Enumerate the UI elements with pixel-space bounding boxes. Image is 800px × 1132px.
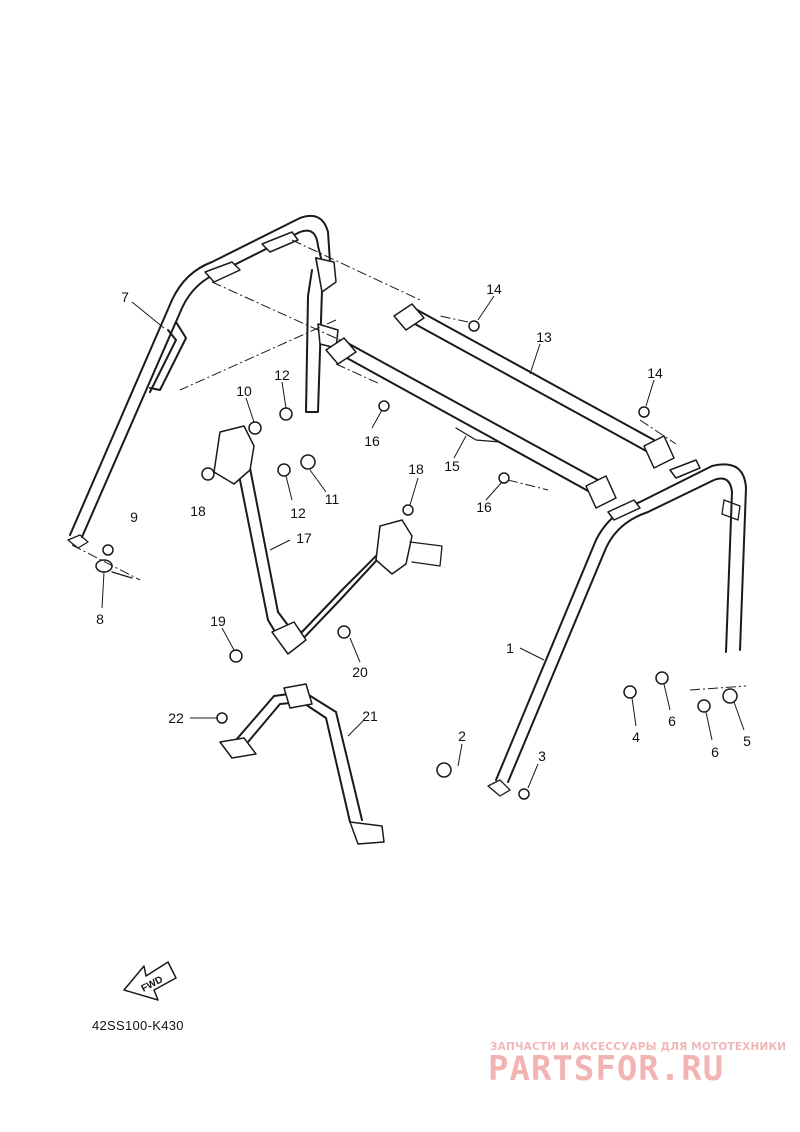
callout-17: 17 — [296, 530, 312, 546]
callout-9: 9 — [130, 509, 138, 525]
callout-4: 4 — [632, 729, 640, 745]
callout-19: 19 — [210, 613, 226, 629]
assembly-lines — [71, 239, 747, 691]
fwd-arrow-icon: FWD — [123, 961, 177, 1001]
callout-18-center: 18 — [408, 461, 424, 477]
callout-16-right: 16 — [476, 499, 492, 515]
rear-roll-bar-part-7 — [67, 214, 339, 549]
leader-lines — [101, 295, 745, 789]
callout-1: 1 — [506, 640, 514, 656]
callout-3: 3 — [538, 748, 546, 764]
watermark-subtitle: ЗАПЧАСТИ И АКСЕССУАРЫ ДЛЯ МОТОТЕХНИКИ — [490, 1041, 787, 1053]
callout-2: 2 — [458, 728, 466, 744]
callout-5: 5 — [743, 733, 751, 749]
fasteners — [95, 320, 738, 800]
watermark-brand: PARTSFOR.RU — [488, 1049, 725, 1089]
callout-6-lower: 6 — [711, 744, 719, 760]
lower-cross-bar-part-15 — [325, 337, 617, 509]
callout-8: 8 — [96, 611, 104, 627]
callout-14-top: 14 — [486, 281, 502, 297]
callout-numbers: 7 14 13 14 10 12 16 18 12 11 18 15 16 9 … — [96, 281, 751, 764]
callout-11: 11 — [325, 491, 340, 507]
mid-brace-part-17 — [213, 425, 443, 655]
callout-15: 15 — [444, 458, 460, 474]
callout-16-left: 16 — [364, 433, 380, 449]
front-roll-bar-part-1 — [487, 459, 747, 797]
callout-12-lower: 12 — [290, 505, 306, 521]
callout-6-upper: 6 — [668, 713, 676, 729]
callout-7: 7 — [121, 289, 129, 305]
callout-13: 13 — [536, 329, 552, 345]
support-leg-part-21 — [219, 683, 385, 845]
callout-10: 10 — [236, 383, 252, 399]
callout-20: 20 — [352, 664, 368, 680]
callout-14-right: 14 — [647, 365, 663, 381]
callout-18-left: 18 — [190, 503, 206, 519]
callout-21: 21 — [362, 708, 378, 724]
upper-cross-bar-part-13 — [393, 303, 675, 469]
callout-22: 22 — [168, 710, 184, 726]
callout-12-upper: 12 — [274, 367, 290, 383]
drawing-code: 42SS100-K430 — [92, 1018, 184, 1033]
